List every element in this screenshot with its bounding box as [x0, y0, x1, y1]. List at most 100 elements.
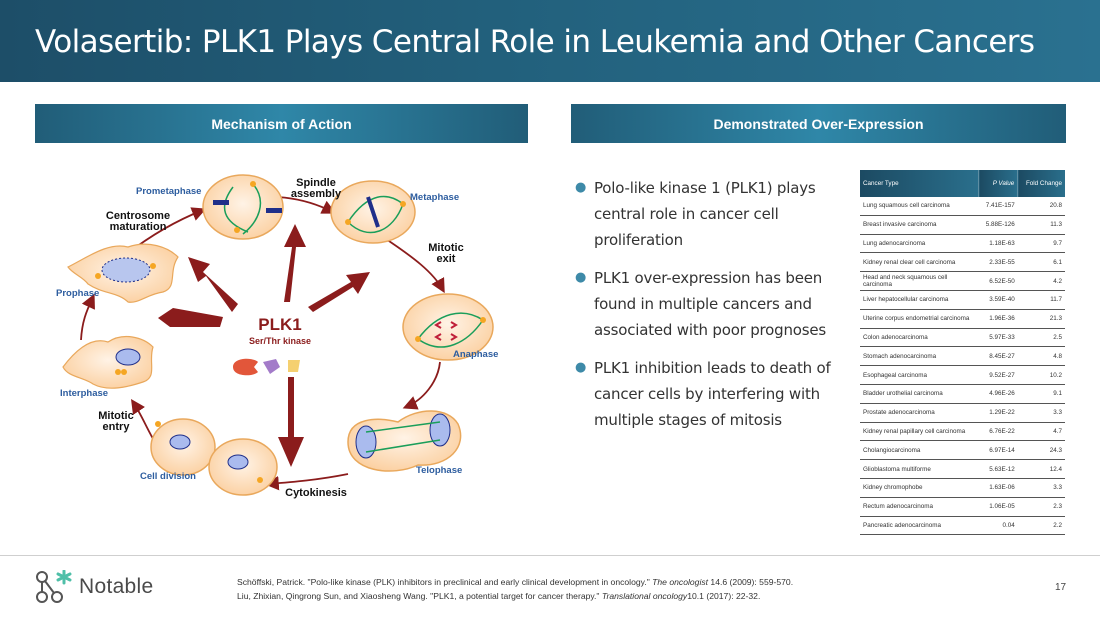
cell-cancer-type: Prostate adenocarcinoma [860, 403, 979, 423]
cell-p-value: 7.41E-157 [978, 197, 1018, 216]
label-prometaphase: Prometaphase [136, 186, 201, 197]
footer-divider [0, 555, 1100, 556]
label-cell-division: Cell division [140, 471, 196, 482]
cell-fold-change: 11.3 [1017, 215, 1065, 235]
cell-p-value: 1.06E-05 [978, 497, 1018, 517]
cell-fold-change: 20.8 [1017, 197, 1065, 216]
cell-telophase [347, 410, 462, 472]
slide-title: Volasertib: PLK1 Plays Central Role in L… [35, 24, 1035, 60]
label-interphase: Interphase [60, 388, 108, 399]
cell-anaphase [402, 293, 494, 361]
cell-fold-change: 4.2 [1017, 271, 1065, 291]
col-fold-change: Fold Change [1017, 170, 1065, 197]
cell-cancer-type: Glioblastoma multiforme [860, 459, 979, 479]
cell-cancer-type: Stomach adenocarcinoma [860, 346, 979, 367]
cell-p-value: 3.59E-40 [978, 290, 1018, 310]
cell-fold-change: 9.7 [1017, 234, 1065, 254]
bullet-item: ●PLK1 inhibition leads to death of cance… [573, 355, 853, 433]
mechanism-header: Mechanism of Action [35, 104, 528, 143]
overexpression-table: Cancer Type P Value Fold Change Lung squ… [860, 170, 1065, 536]
reference-2: Liu, Zhixian, Qingrong Sun, and Xiaoshen… [237, 591, 761, 601]
cell-cancer-type: Esophageal carcinoma [860, 365, 979, 385]
bullet-dot-icon: ● [575, 180, 587, 195]
cell-p-value: 5.88E-126 [978, 215, 1018, 235]
cell-fold-change: 10.2 [1017, 365, 1065, 385]
cell-cancer-type: Lung adenocarcinoma [860, 234, 979, 254]
notable-logo-icon [36, 570, 72, 603]
cell-cancer-type: Kidney renal clear cell carcinoma [860, 252, 979, 273]
cell-cancer-type: Kidney chromophobe [860, 478, 979, 498]
cell-cancer-type: Uterine corpus endometrial carcinoma [860, 309, 979, 329]
cell-fold-change: 21.3 [1017, 309, 1065, 329]
cell-p-value: 4.96E-26 [978, 384, 1018, 404]
label-cytokinesis: Cytokinesis [285, 487, 347, 499]
label-anaphase: Anaphase [453, 349, 498, 360]
cell-p-value: 5.97E-33 [978, 328, 1018, 348]
cell-cancer-type: Liver hepatocellular carcinoma [860, 290, 979, 310]
cell-fold-change: 4.7 [1017, 422, 1065, 442]
label-prophase: Prophase [56, 288, 99, 299]
label-mitotic-entry-2: entry [103, 421, 131, 433]
cell-p-value: 1.96E-36 [978, 309, 1018, 329]
plk1-sublabel: Ser/Thr kinase [249, 336, 311, 346]
cell-p-value: 9.52E-27 [978, 365, 1018, 385]
cell-metaphase [330, 180, 416, 244]
cell-division [150, 418, 278, 496]
cell-p-value: 1.63E-06 [978, 478, 1018, 498]
cell-fold-change: 2.3 [1017, 497, 1065, 517]
label-spindle-1: Spindle [296, 177, 336, 189]
cell-p-value: 1.18E-63 [978, 234, 1018, 254]
overexpression-header: Demonstrated Over-Expression [571, 104, 1066, 143]
plk1-arrows [158, 224, 370, 467]
cell-fold-change: 3.3 [1017, 403, 1065, 423]
cell-fold-change: 2.2 [1017, 516, 1065, 536]
cell-fold-change: 24.3 [1017, 440, 1065, 461]
col-cancer-type: Cancer Type [860, 170, 980, 197]
bullet-item: ●Polo-like kinase 1 (PLK1) plays central… [573, 175, 853, 253]
bullet-list: ●Polo-like kinase 1 (PLK1) plays central… [573, 175, 853, 445]
cell-cancer-type: Cholangiocarcinoma [860, 440, 979, 461]
label-centrosome-1: Centrosome [106, 210, 170, 222]
label-metaphase: Metaphase [410, 192, 459, 203]
cell-cancer-type: Bladder urothelial carcinoma [860, 384, 979, 404]
reference-1: Schöffski, Patrick. "Polo-like kinase (P… [237, 577, 794, 587]
bullet-dot-icon: ● [575, 270, 587, 285]
label-centrosome-2: maturation [110, 221, 167, 233]
cell-cancer-type: Kidney renal papillary cell carcinoma [860, 422, 979, 442]
notable-logo: Notable [35, 570, 153, 604]
label-mitotic-entry-1: Mitotic [98, 410, 133, 422]
plk1-label: PLK1 [258, 315, 301, 334]
cell-fold-change: 3.3 [1017, 478, 1065, 498]
cell-cycle-diagram: PLK1 Ser/Thr kinase Prometaphase Metapha… [56, 174, 498, 499]
cell-prometaphase [202, 174, 284, 240]
cell-fold-change: 12.4 [1017, 459, 1065, 479]
label-mitotic-exit-2: exit [437, 253, 456, 265]
cell-cancer-type: Pancreatic adenocarcinoma [860, 516, 979, 536]
cell-p-value: 6.52E-50 [978, 271, 1018, 291]
title-bar: Volasertib: PLK1 Plays Central Role in L… [0, 0, 1100, 82]
cell-p-value: 8.45E-27 [978, 346, 1018, 367]
col-p-value: P Value [978, 170, 1019, 197]
cell-p-value: 6.76E-22 [978, 422, 1018, 442]
cell-cancer-type: Lung squamous cell carcinoma [860, 197, 979, 216]
cell-prophase [67, 243, 179, 303]
bullet-dot-icon: ● [575, 360, 587, 375]
bullet-item: ●PLK1 over-expression has been found in … [573, 265, 853, 343]
label-spindle-2: assembly [291, 188, 342, 200]
